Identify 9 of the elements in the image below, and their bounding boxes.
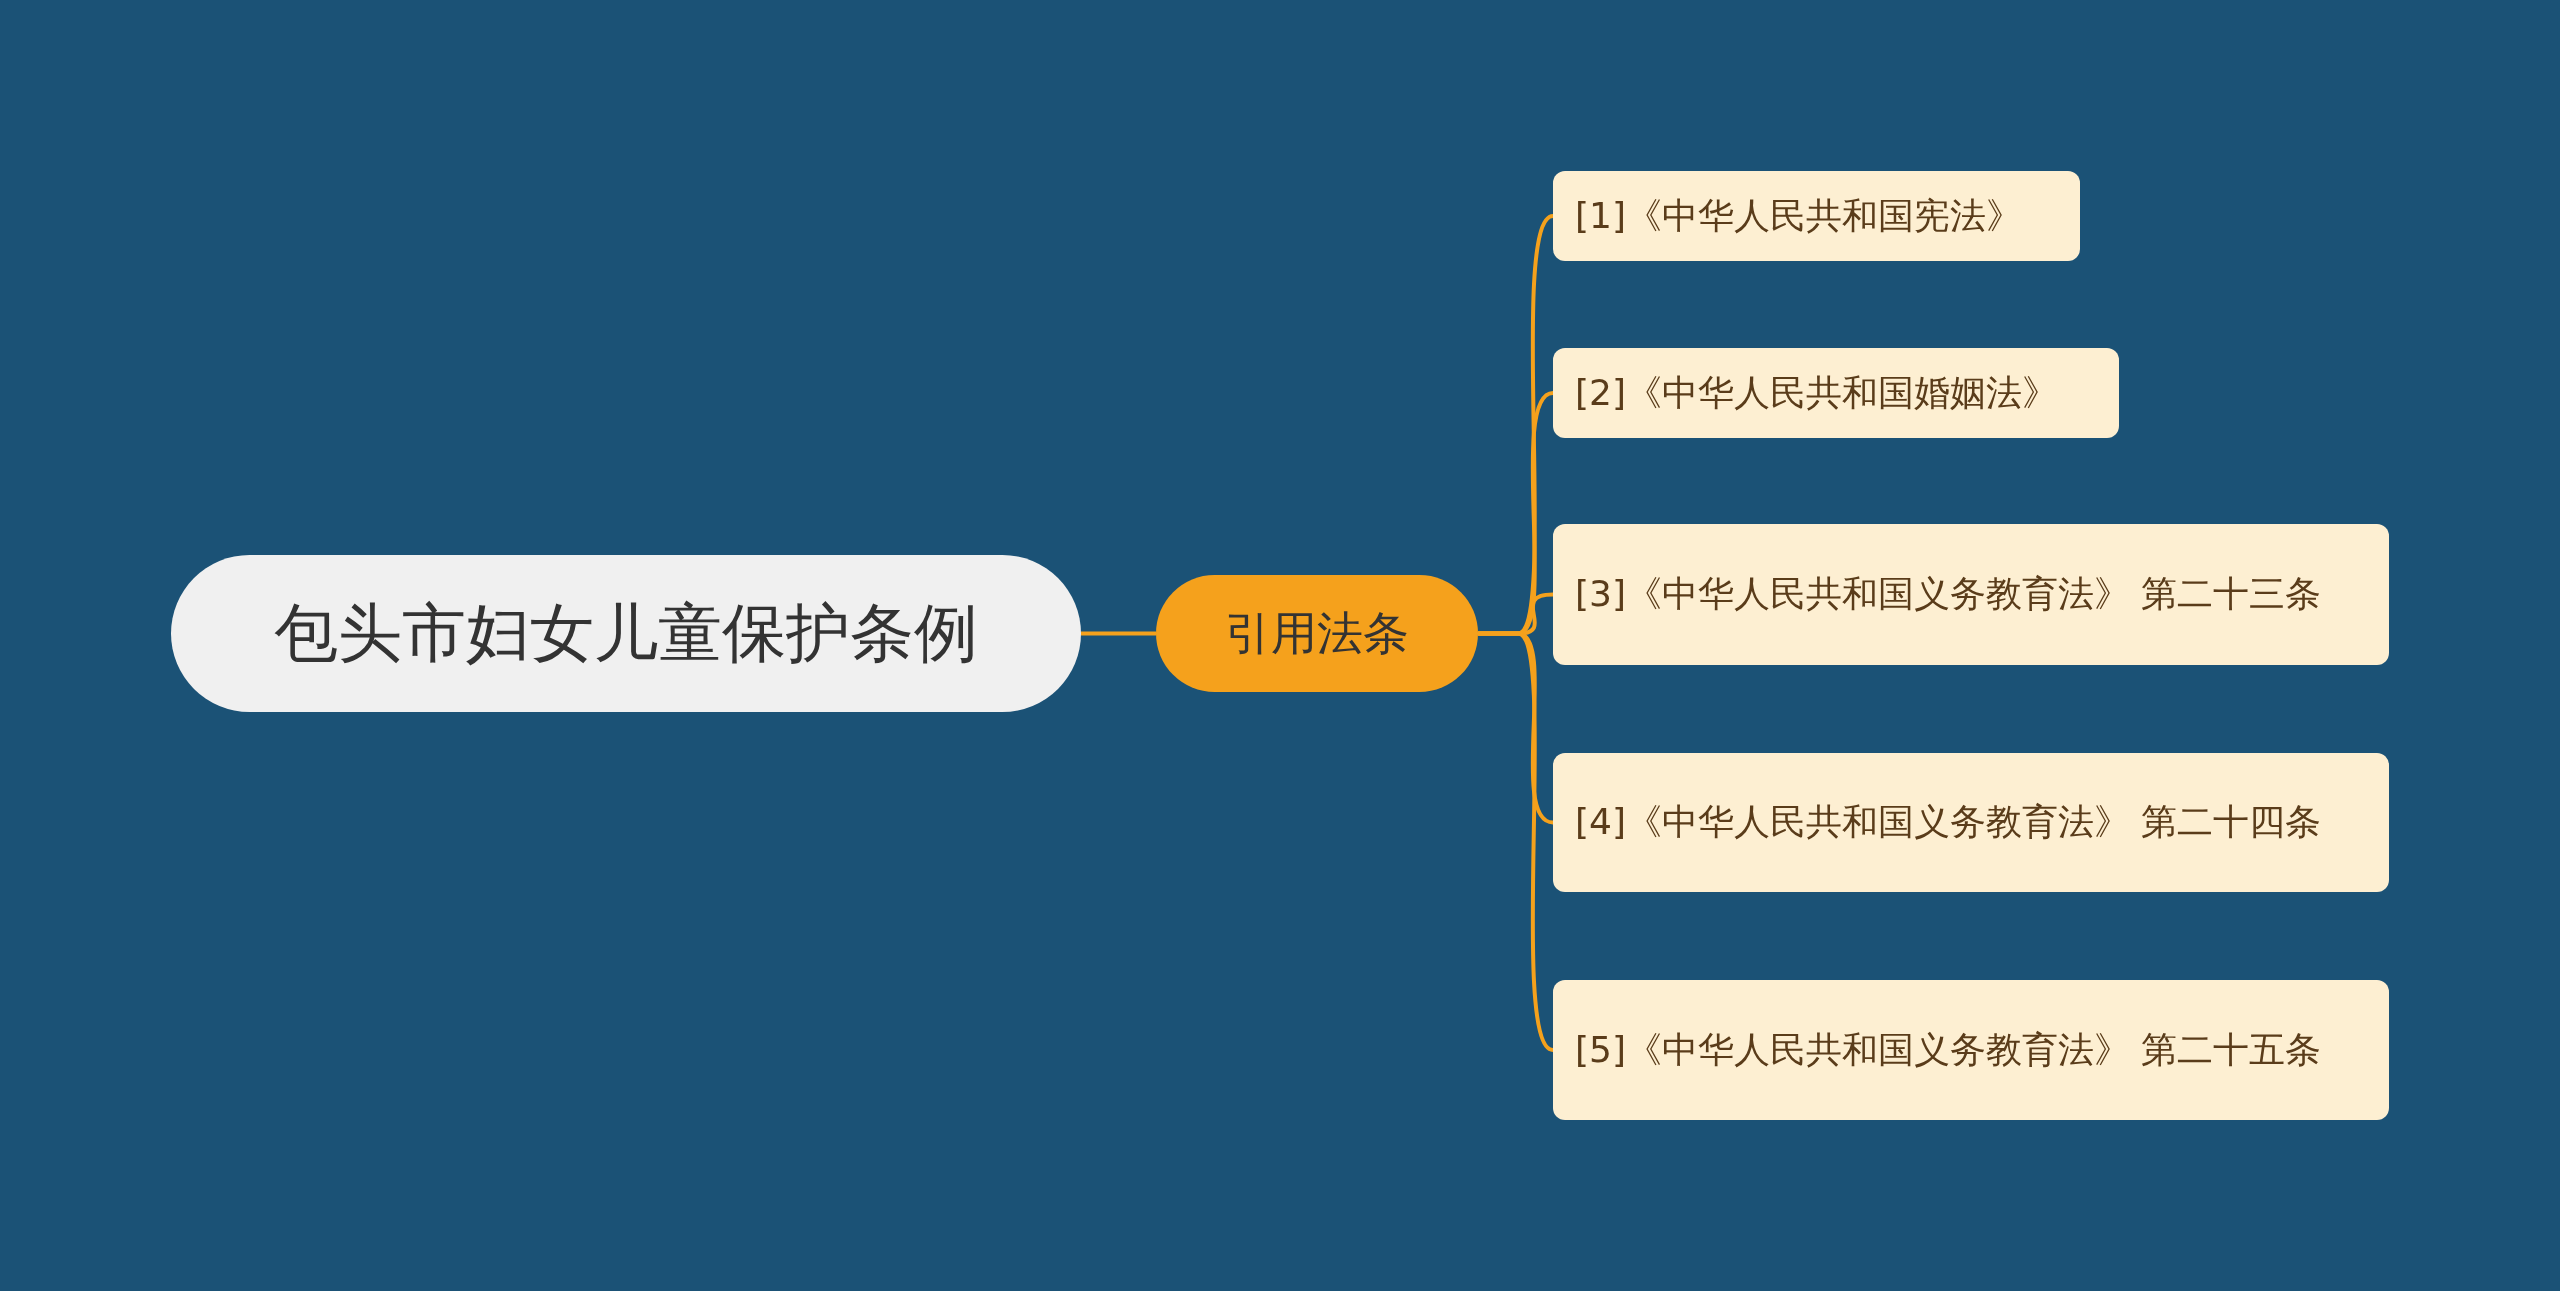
subtopic-box: [5]《中华人民共和国义务教育法》 第二十五条 — [1553, 980, 2389, 1120]
topic-box: 引用法条 — [1156, 575, 1478, 692]
connector-line — [1478, 631, 1555, 1052]
subtopic-box: [3]《中华人民共和国义务教育法》 第二十三条 — [1553, 524, 2389, 665]
subtopic-box: [1]《中华人民共和国宪法》 — [1553, 171, 2080, 261]
subtopic-box: [2]《中华人民共和国婚姻法》 — [1553, 348, 2119, 438]
subtopic-box: [4]《中华人民共和国义务教育法》 第二十四条 — [1553, 753, 2389, 892]
root-topic: 包头市妇女儿童保护条例 — [171, 555, 1081, 712]
connector-line — [1081, 631, 1156, 636]
